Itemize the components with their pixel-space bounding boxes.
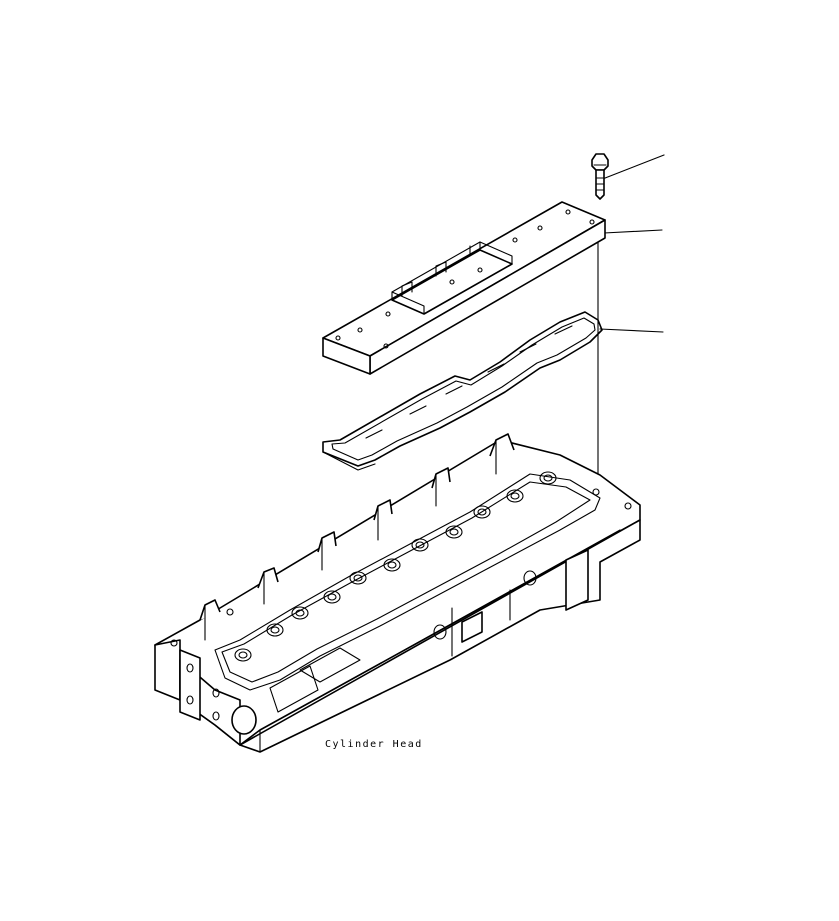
diagram-caption: Cylinder Head — [325, 739, 423, 750]
head-end-block — [154, 639, 181, 701]
leader-line-cover — [603, 229, 663, 234]
rocker-pedestals — [199, 433, 515, 641]
cover-bolt-holes — [335, 209, 595, 349]
head-side-wall — [239, 519, 641, 753]
gasket-slots — [365, 325, 573, 439]
valve-bores — [234, 471, 557, 662]
head-end-port — [231, 705, 257, 735]
leader-line-gasket — [599, 328, 664, 333]
bolt-part — [591, 153, 609, 200]
gasket-inner — [331, 317, 596, 461]
gasket-part — [322, 311, 603, 471]
cover-end-face — [322, 337, 371, 375]
cylinder-head-part — [154, 433, 641, 753]
rocker-cover-part — [322, 201, 606, 375]
leader-line-bolt — [599, 154, 665, 181]
side-wall-details — [170, 488, 632, 753]
head-end-flange — [179, 649, 201, 721]
bolt-head — [591, 153, 609, 171]
gasket-outline — [322, 311, 603, 467]
leader-lines — [597, 154, 665, 521]
